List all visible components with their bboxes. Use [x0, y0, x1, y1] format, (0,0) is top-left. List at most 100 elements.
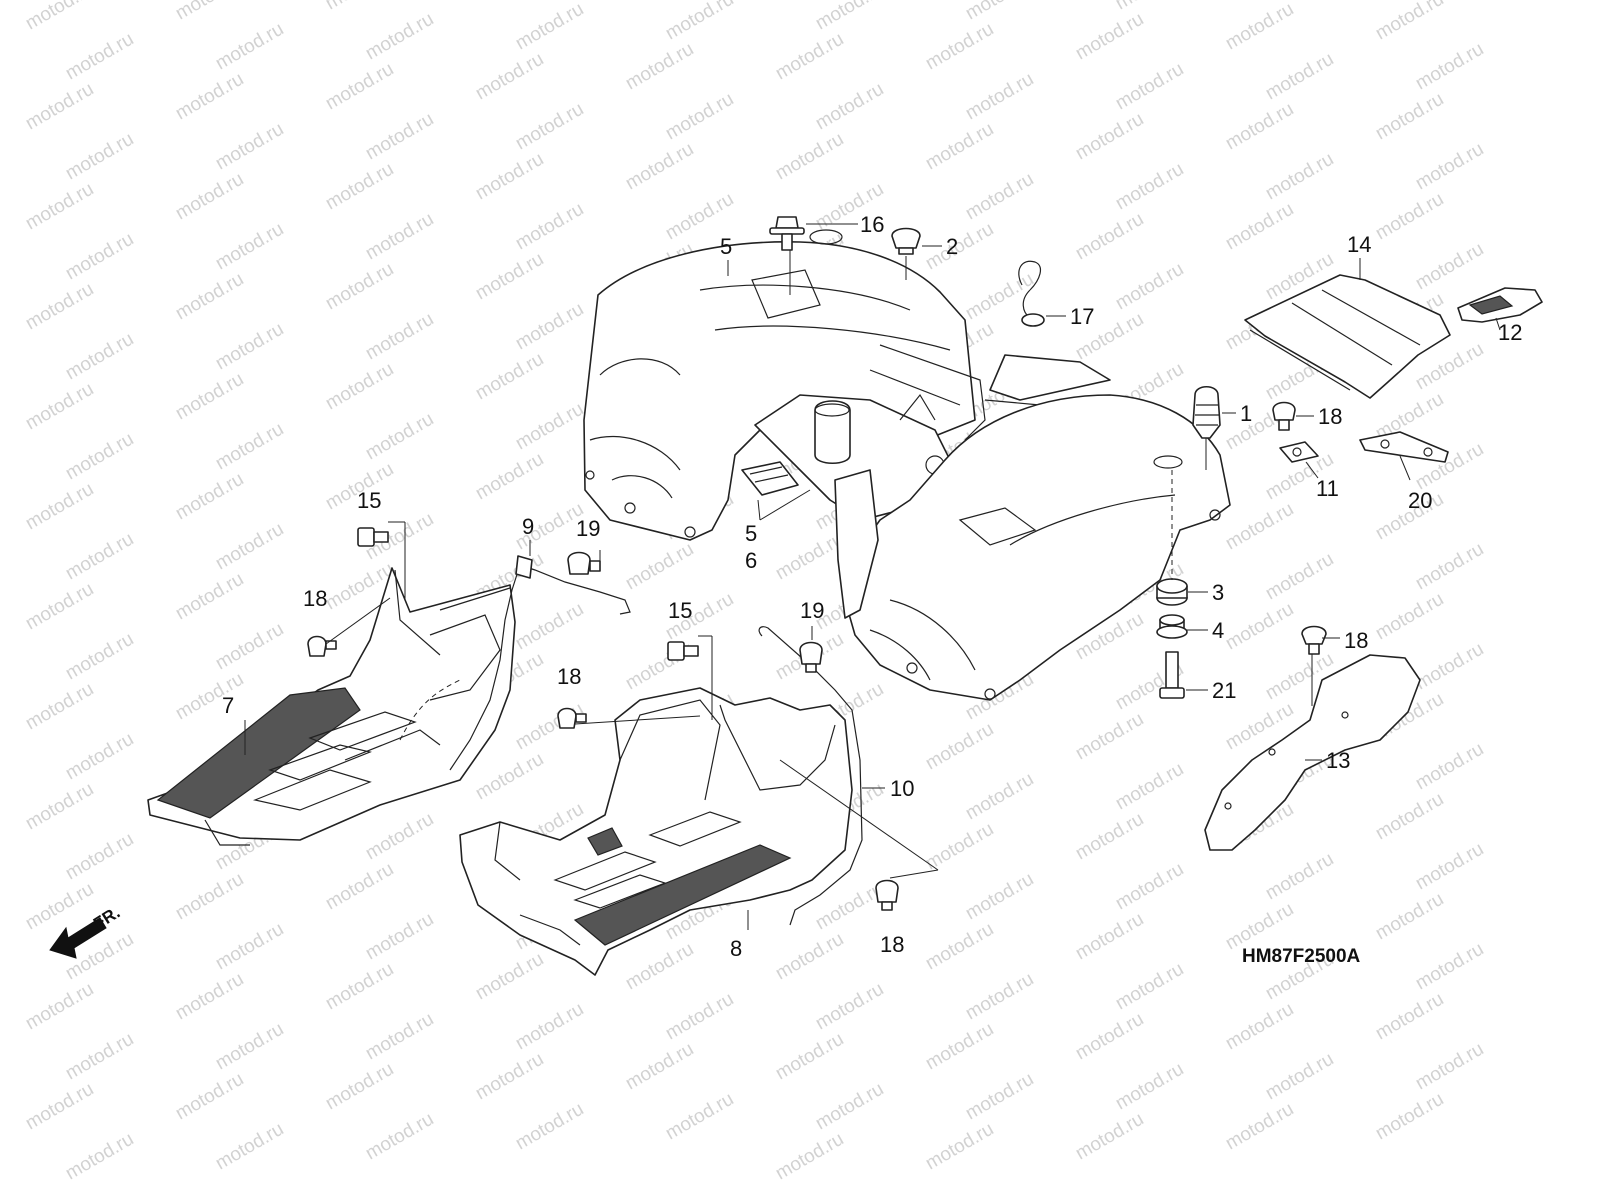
watermark-text: motod.ru	[62, 729, 137, 785]
part-1-cushion-icon	[1192, 385, 1221, 439]
watermark-text: motod.ru	[22, 479, 97, 535]
callout-4: 4	[1212, 618, 1224, 643]
watermark-text: motod.ru	[812, 79, 887, 135]
part-13-mud-flap	[1204, 654, 1421, 851]
watermark-text: motod.ru	[1222, 599, 1297, 655]
callout-18a: 18	[1318, 404, 1342, 429]
watermark-text: motod.ru	[1262, 849, 1337, 905]
callout-7: 7	[222, 693, 234, 718]
watermark-text: motod.ru	[22, 1079, 97, 1135]
watermark-text: motod.ru	[922, 819, 997, 875]
watermark-text: motod.ru	[212, 1019, 287, 1075]
callout-13: 13	[1326, 748, 1350, 773]
watermark-text: motod.ru	[62, 629, 137, 685]
callout-5b: 5	[745, 521, 757, 546]
watermark-text: motod.ru	[922, 1119, 997, 1175]
part-19-clip-icon-right	[799, 641, 823, 673]
leader-lines	[244, 223, 1501, 930]
callout-3: 3	[1212, 580, 1224, 605]
part-9-rod	[449, 555, 631, 771]
watermark-text: motod.ru	[772, 29, 847, 85]
watermark-text: motod.ru	[1072, 809, 1147, 865]
watermark-text: motod.ru	[922, 19, 997, 75]
watermark-text: motod.ru	[212, 319, 287, 375]
watermark-text: motod.ru	[962, 1069, 1037, 1125]
watermark-text: motod.ru	[472, 149, 547, 205]
watermark-text: motod.ru	[962, 969, 1037, 1025]
watermark-text: motod.ru	[172, 969, 247, 1025]
watermark-text: motod.ru	[812, 0, 887, 34]
watermark-text: motod.ru	[472, 1049, 547, 1105]
watermark-text: motod.ru	[22, 879, 97, 935]
part-19-clip-icon-left	[567, 551, 601, 575]
watermark-text: motod.ru	[322, 59, 397, 115]
callout-14: 14	[1347, 232, 1371, 257]
watermark-text: motod.ru	[212, 519, 287, 575]
watermark-text: motod.ru	[622, 1039, 697, 1095]
left-floor-panel	[147, 567, 516, 846]
watermark-text: motod.ru	[1222, 0, 1297, 54]
watermark-text: motod.ru	[962, 0, 1037, 24]
part-14-mud-guard	[1244, 274, 1451, 399]
watermark-text: motod.ru	[512, 0, 587, 54]
watermark-text: motod.ru	[1412, 1039, 1487, 1095]
callout-19b: 19	[800, 598, 824, 623]
watermark-text: motod.ru	[322, 859, 397, 915]
watermark-text: motod.ru	[362, 909, 437, 965]
watermark-text: motod.ru	[1372, 0, 1447, 44]
watermark-text: motod.ru	[1372, 189, 1447, 245]
callout-8: 8	[730, 936, 742, 961]
callout-labels: 1 2 3 4 5 5 6 7 8 9 10 11 12 13 14 15 15…	[222, 212, 1522, 961]
watermark-text: motod.ru	[1112, 0, 1187, 14]
watermark-text: motod.ru	[772, 1029, 847, 1085]
watermark-text: motod.ru	[962, 769, 1037, 825]
rear-fender	[583, 229, 1231, 701]
part-20-bracket-icon	[1359, 431, 1449, 463]
part-18-clip-icon-mid	[557, 707, 587, 729]
watermark-text: motod.ru	[362, 109, 437, 165]
watermark-text: motod.ru	[1372, 889, 1447, 945]
part-12-bracket-icon	[1457, 287, 1543, 323]
watermark-text: motod.ru	[622, 139, 697, 195]
watermark-text: motod.ru	[362, 1009, 437, 1065]
part-2-plug-icon	[891, 227, 921, 255]
watermark-text: motod.ru	[22, 0, 97, 34]
watermark-text: motod.ru	[172, 369, 247, 425]
callout-15b: 15	[668, 598, 692, 623]
part-6-pad-icon	[741, 461, 799, 496]
watermark-text: motod.ru	[1262, 49, 1337, 105]
watermark-text: motod.ru	[512, 99, 587, 155]
watermark-text: motod.ru	[1072, 1009, 1147, 1065]
watermark-text: motod.ru	[1412, 639, 1487, 695]
part-15-bolt-icon-right	[667, 641, 699, 661]
callout-20: 20	[1408, 488, 1432, 513]
watermark-text: motod.ru	[362, 1109, 437, 1165]
watermark-text: motod.ru	[1372, 1089, 1447, 1145]
callout-21: 21	[1212, 678, 1236, 703]
watermark-text: motod.ru	[962, 869, 1037, 925]
watermark-text: motod.ru	[172, 1069, 247, 1125]
watermark-text: motod.ru	[1112, 59, 1187, 115]
watermark-text: motod.ru	[322, 959, 397, 1015]
watermark-text: motod.ru	[922, 119, 997, 175]
watermark-text: motod.ru	[362, 209, 437, 265]
watermark-text: motod.ru	[22, 679, 97, 735]
watermark-text: motod.ru	[1072, 109, 1147, 165]
watermark-text: motod.ru	[772, 1129, 847, 1185]
callout-19a: 19	[576, 516, 600, 541]
watermark-text: motod.ru	[1372, 589, 1447, 645]
watermark-text: motod.ru	[172, 469, 247, 525]
watermark-text: motod.ru	[1262, 1049, 1337, 1105]
watermark-text: motod.ru	[512, 299, 587, 355]
watermark-text: motod.ru	[62, 1029, 137, 1085]
watermark-text: motod.ru	[172, 669, 247, 725]
watermark-text: motod.ru	[1112, 1059, 1187, 1115]
watermark-text: motod.ru	[512, 199, 587, 255]
callout-11: 11	[1316, 476, 1339, 501]
watermark-text: motod.ru	[622, 939, 697, 995]
watermark-text: motod.ru	[212, 619, 287, 675]
watermark-text: motod.ru	[62, 429, 137, 485]
watermark-text: motod.ru	[1412, 39, 1487, 95]
callout-1: 1	[1240, 401, 1252, 426]
